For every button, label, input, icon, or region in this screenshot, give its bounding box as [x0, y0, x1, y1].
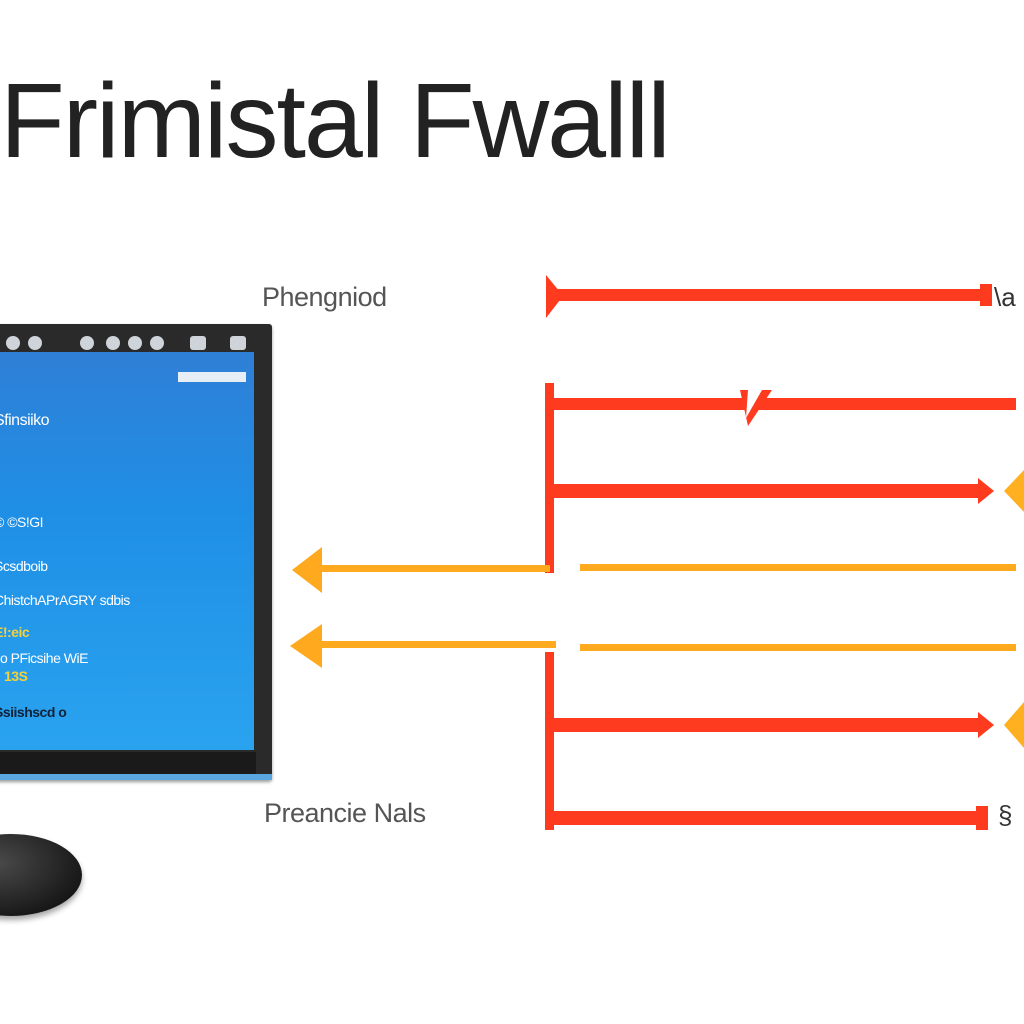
red-flow-line [554, 718, 980, 732]
toolbar-dot-icon [80, 336, 94, 350]
orange-endpoint-icon [1004, 470, 1024, 512]
screen-search-bar [178, 372, 246, 382]
top-right-glyph: \a [994, 282, 1016, 312]
vertical-red-bar [545, 383, 554, 573]
monitor-toolbar [4, 332, 264, 356]
red-arrowhead [978, 712, 994, 738]
yellow-flow-line [318, 641, 556, 648]
red-arrow-tail [546, 275, 560, 318]
red-flow-end-cap [980, 284, 992, 306]
red-flow-line [554, 484, 980, 498]
screen-line: 13S [4, 668, 28, 684]
screen-line: Ssiishscd o [0, 704, 67, 720]
vertical-red-bar [545, 652, 554, 830]
yellow-flow-line [318, 565, 550, 572]
red-arrowhead [978, 478, 994, 504]
screen-line: Sfinsiiko [0, 412, 50, 429]
screen-line: ChistchAPrAGRY sdbis [0, 592, 130, 608]
toolbar-dot-icon [6, 336, 20, 350]
yellow-arrowhead-left [290, 624, 322, 668]
toolbar-square-icon [230, 336, 246, 350]
yellow-flow-line [580, 564, 1016, 571]
toolbar-dot-icon [150, 336, 164, 350]
monitor-bottom-bezel [0, 752, 256, 774]
screen-line: E!:eic [0, 624, 30, 640]
red-flow-line [554, 811, 982, 825]
toolbar-dot-icon [128, 336, 142, 350]
top-label: Phengniod [262, 282, 387, 312]
yellow-flow-line [580, 644, 1016, 651]
bottom-label: Preancie Nals [264, 798, 426, 828]
red-flow-marker-cut [746, 390, 762, 418]
toolbar-dot-icon [28, 336, 42, 350]
screen-line: o PFicsihe WiE [0, 650, 88, 666]
toolbar-square-icon [190, 336, 206, 350]
toolbar-dot-icon [106, 336, 120, 350]
red-flow-end-cap [976, 806, 988, 830]
monitor-screen: Sfinsiiko © ©S!GI Scsdboib ChistchAPrAGR… [0, 352, 254, 750]
diagram-title: Frimistal Fwalll [0, 62, 671, 180]
orange-endpoint-icon [1004, 702, 1024, 748]
screen-line: Scsdboib [0, 558, 48, 574]
red-flow-line [554, 398, 1016, 410]
red-flow-line [556, 289, 988, 301]
yellow-arrowhead-left [292, 547, 322, 593]
bottom-right-glyph: § [998, 800, 1013, 830]
screen-line: © ©S!GI [0, 514, 44, 530]
monitor-edge [0, 774, 272, 780]
